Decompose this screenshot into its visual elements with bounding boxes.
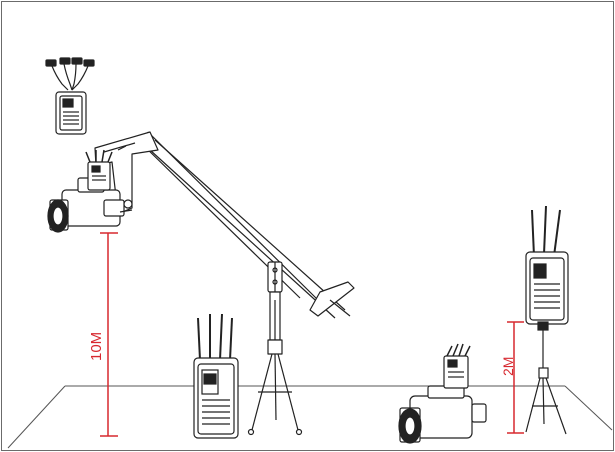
jib-crane xyxy=(94,131,355,436)
transmitter-top-left xyxy=(45,57,95,135)
height-marker-2m xyxy=(507,321,524,434)
transmitter-right-stand xyxy=(525,205,569,435)
camera-floor-right xyxy=(398,343,487,444)
camera-on-crane xyxy=(47,149,133,233)
height-label-2m: 2M xyxy=(500,356,516,376)
height-marker-10m xyxy=(100,232,118,437)
antenna-group-icon xyxy=(45,57,95,91)
floor-outline xyxy=(7,385,613,449)
receiver-center xyxy=(193,313,239,439)
height-label-10m: 10M xyxy=(88,331,105,361)
